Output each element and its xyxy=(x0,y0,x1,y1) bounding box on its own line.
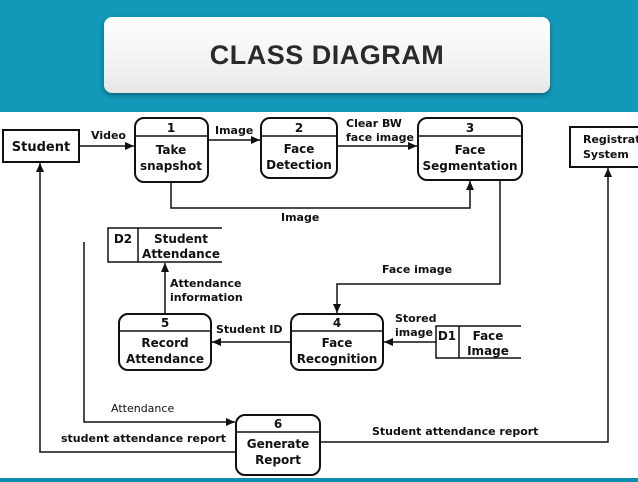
process-6-line2: Report xyxy=(255,453,301,467)
process-2-number: 2 xyxy=(295,121,303,135)
flow-report-to-registration-label: Student attendance report xyxy=(372,425,538,438)
process-2-face-detection: 2 Face Detection xyxy=(260,117,338,179)
data-flow-diagram: Student Registratio System 1 Take snapsh… xyxy=(2,117,638,476)
process-4-line2: Recognition xyxy=(297,352,378,366)
process-3-line2: Segmentation xyxy=(422,159,517,173)
process-3-face-segmentation: 3 Face Segmentation xyxy=(417,117,523,181)
flow-report-to-student-label: student attendance report xyxy=(61,432,226,445)
datastore-d2-student-attendance: D2 Student Attendance xyxy=(107,227,222,263)
diagram-area: Student Registratio System 1 Take snapsh… xyxy=(0,112,638,478)
process-6-line1: Generate xyxy=(247,437,310,451)
process-3-number: 3 xyxy=(466,121,474,135)
process-1-line2: snapshot xyxy=(140,159,202,173)
flow-stored-label-2: image xyxy=(395,326,433,339)
flow-student-id-label: Student ID xyxy=(216,323,283,336)
process-1-take-snapshot: 1 Take snapshot xyxy=(134,117,209,183)
slide-title: CLASS DIAGRAM xyxy=(209,39,445,70)
process-3-line1: Face xyxy=(455,143,486,157)
flow-report-to-registration-arrow xyxy=(320,168,612,443)
flow-clear-bw-label-1: Clear BW xyxy=(346,117,402,130)
flow-video-label: Video xyxy=(91,129,126,142)
flow-attendance-label: Attendance xyxy=(111,402,174,415)
process-1-line1: Take xyxy=(156,143,187,157)
flow-attendance-info-label-2: information xyxy=(170,291,243,304)
datastore-d2-line1: Student xyxy=(154,232,208,246)
process-4-face-recognition: 4 Face Recognition xyxy=(290,313,384,371)
entity-registration-system: Registratio System xyxy=(569,126,638,168)
flow-attendance-arrow xyxy=(83,242,235,426)
process-4-number: 4 xyxy=(333,316,341,330)
process-2-line1: Face xyxy=(284,142,315,156)
entity-student: Student xyxy=(2,129,80,163)
flow-report-to-student-arrow xyxy=(36,163,236,453)
datastore-d2-line2: Attendance xyxy=(142,247,220,261)
flow-image-1-3-label: Image xyxy=(281,211,319,224)
datastore-d1-line1: Face xyxy=(473,329,504,343)
entity-registration-label-2: System xyxy=(583,148,629,161)
datastore-d1-id: D1 xyxy=(438,329,456,343)
flow-stored-label-1: Stored xyxy=(395,312,437,325)
process-2-line2: Detection xyxy=(266,158,332,172)
process-6-generate-report: 6 Generate Report xyxy=(235,414,321,476)
process-4-line1: Face xyxy=(322,336,353,350)
process-5-number: 5 xyxy=(161,316,169,330)
datastore-d2-id: D2 xyxy=(114,232,132,246)
flow-image-1-2-label: Image xyxy=(215,124,253,137)
process-5-line2: Attendance xyxy=(126,352,204,366)
flow-image-1-3-arrow xyxy=(170,181,474,209)
flow-attendance-info-label-1: Attendance xyxy=(170,277,241,290)
title-card: CLASS DIAGRAM xyxy=(104,17,550,93)
process-1-number: 1 xyxy=(167,121,175,135)
process-5-record-attendance: 5 Record Attendance xyxy=(118,313,212,371)
flow-face-image-label: Face image xyxy=(382,263,452,276)
process-5-line1: Record xyxy=(141,336,188,350)
process-6-number: 6 xyxy=(274,417,282,431)
entity-student-label: Student xyxy=(12,140,70,155)
flow-face-image-arrow xyxy=(333,180,501,313)
entity-registration-label-1: Registratio xyxy=(583,133,638,146)
datastore-d1-face-image: D1 Face Image xyxy=(435,325,521,359)
flow-clear-bw-label-2: face image xyxy=(346,131,414,144)
datastore-d1-line2: Image xyxy=(467,344,509,358)
